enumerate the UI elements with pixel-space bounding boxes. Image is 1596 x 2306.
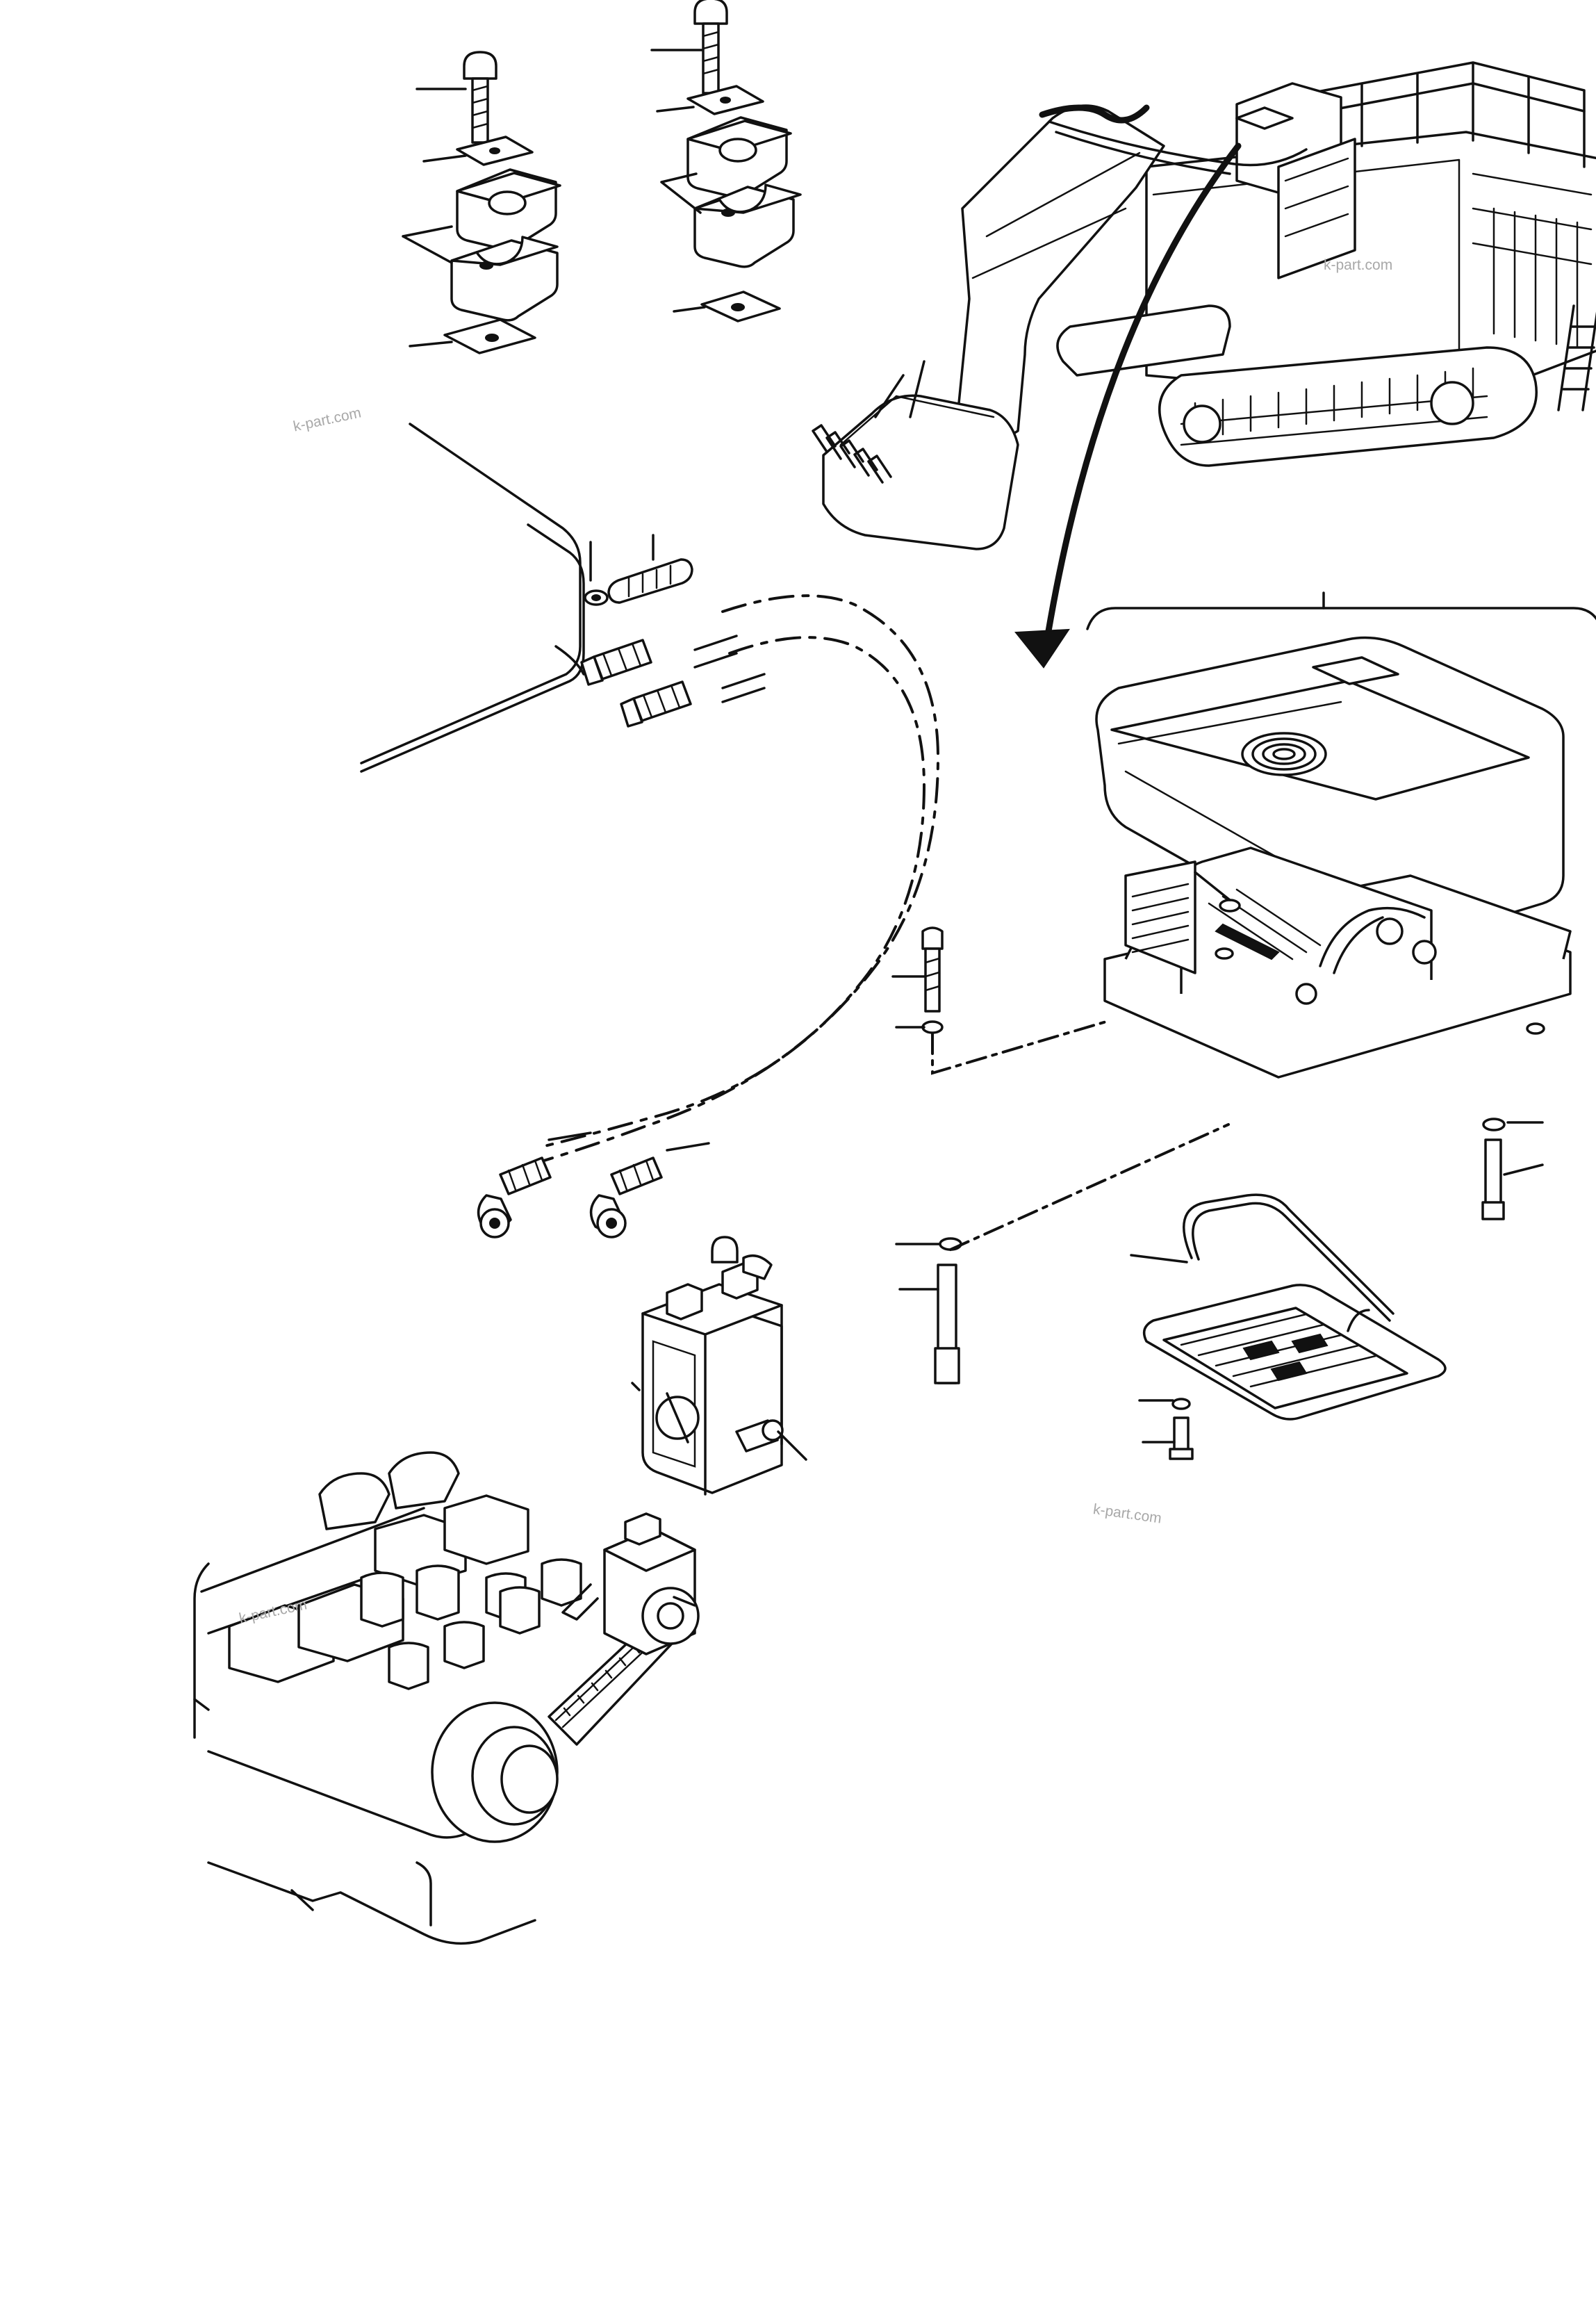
alignment-lines — [931, 1020, 1230, 1251]
hydraulic-excavator — [812, 61, 1596, 550]
watermark: k-part.com — [1324, 257, 1393, 273]
grille — [1142, 1284, 1447, 1421]
engine-with-belt-drive — [193, 1451, 700, 1945]
direction-arrow — [1014, 142, 1242, 669]
cab-roof — [360, 423, 585, 773]
pipe-clamp-assembly-left — [402, 51, 561, 354]
air-conditioner-unit — [1095, 636, 1572, 1079]
compressor — [631, 1236, 807, 1496]
mounting-bolts — [891, 926, 1544, 1460]
assembly-bracket — [1086, 591, 1596, 630]
pipe-clamp-assembly-right — [650, 0, 802, 322]
refrigerant-hoses — [477, 594, 940, 1238]
seal-frame — [1130, 1193, 1395, 1322]
hose-fittings — [580, 534, 766, 728]
